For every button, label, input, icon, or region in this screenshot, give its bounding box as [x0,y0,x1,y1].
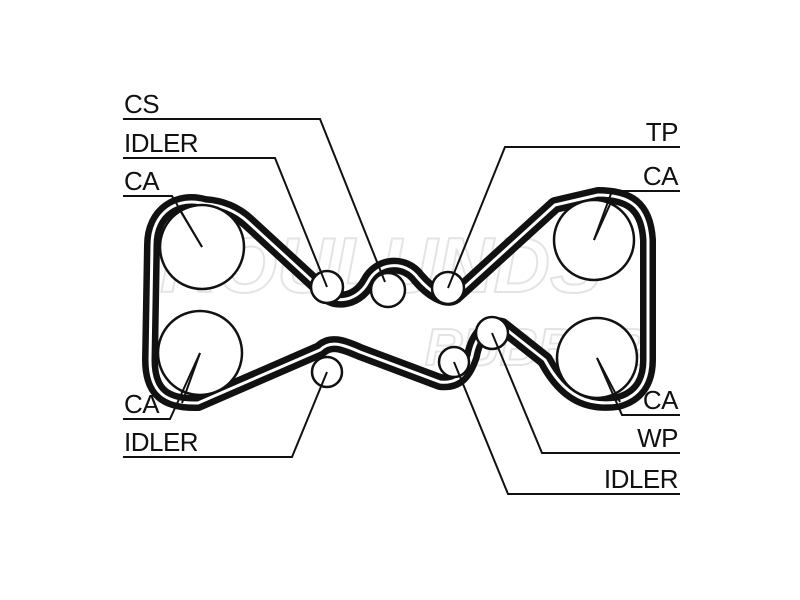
leader-idler-top-left [123,157,328,288]
label-idler-bottom-right: IDLER [604,464,678,494]
label-ca-top-right: CA [643,161,679,191]
leader-ca-top-right [593,190,680,241]
belt-inner-line [148,193,650,405]
timing-belt [142,187,656,412]
leader-lines [123,118,680,495]
leader-ca-bottom-left [123,352,201,420]
label-tp: TP [646,117,678,147]
label-ca-top-left: CA [124,166,160,196]
leader-idler-bottom-left [123,371,328,458]
leader-ca-top-left [123,195,203,248]
label-cs: CS [124,89,159,119]
leader-wp [491,332,680,454]
crankshaft-pulley [369,271,407,309]
leader-ca-bottom-right [596,357,680,416]
leader-tp [447,146,680,289]
labels: CS IDLER CA TP CA CA IDLER CA WP IDLER [124,89,680,494]
label-ca-bottom-left: CA [124,389,160,419]
label-idler-bottom-left: IDLER [124,427,198,457]
label-idler-top-left: IDLER [124,128,198,158]
leader-cs [123,118,386,283]
label-wp: WP [637,423,678,453]
label-ca-bottom-right: CA [643,385,679,415]
leader-idler-bottom-right [453,361,680,495]
